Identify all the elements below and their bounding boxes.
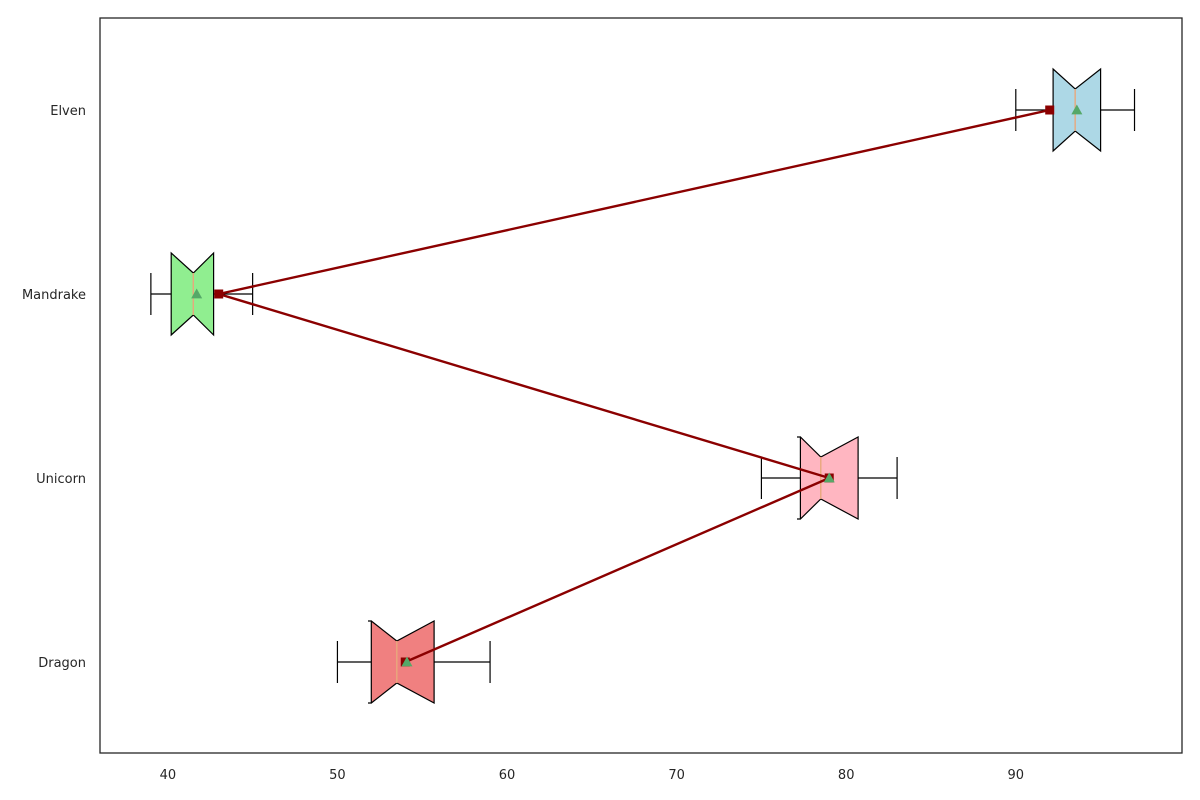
- x-tick-label: 40: [160, 768, 177, 783]
- y-category-label: Dragon: [38, 656, 86, 671]
- x-tick-label: 60: [499, 768, 516, 783]
- x-tick-label: 70: [668, 768, 685, 783]
- x-axis: 40 50 60 70 80 90: [160, 768, 1025, 783]
- trend-point: [1045, 105, 1055, 115]
- trend-line: [217, 108, 1050, 664]
- plot-marks: [150, 67, 1136, 705]
- x-tick-label: 80: [838, 768, 855, 783]
- mean-marker: [1071, 104, 1083, 115]
- y-category-label: Elven: [50, 104, 86, 119]
- y-category-label: Mandrake: [22, 288, 86, 303]
- box-dragon: [336, 619, 491, 705]
- box-mandrake: [150, 251, 254, 337]
- mean-marker: [823, 472, 835, 483]
- y-axis: Dragon Unicorn Mandrake Elven: [22, 104, 86, 671]
- trend-point: [214, 289, 224, 299]
- mean-marker: [401, 656, 413, 667]
- plot-frame: [99, 17, 1183, 754]
- x-tick-label: 50: [329, 768, 346, 783]
- x-tick-label: 90: [1008, 768, 1025, 783]
- notched-box: [170, 251, 215, 337]
- mean-marker: [191, 288, 203, 299]
- y-category-label: Unicorn: [36, 472, 86, 487]
